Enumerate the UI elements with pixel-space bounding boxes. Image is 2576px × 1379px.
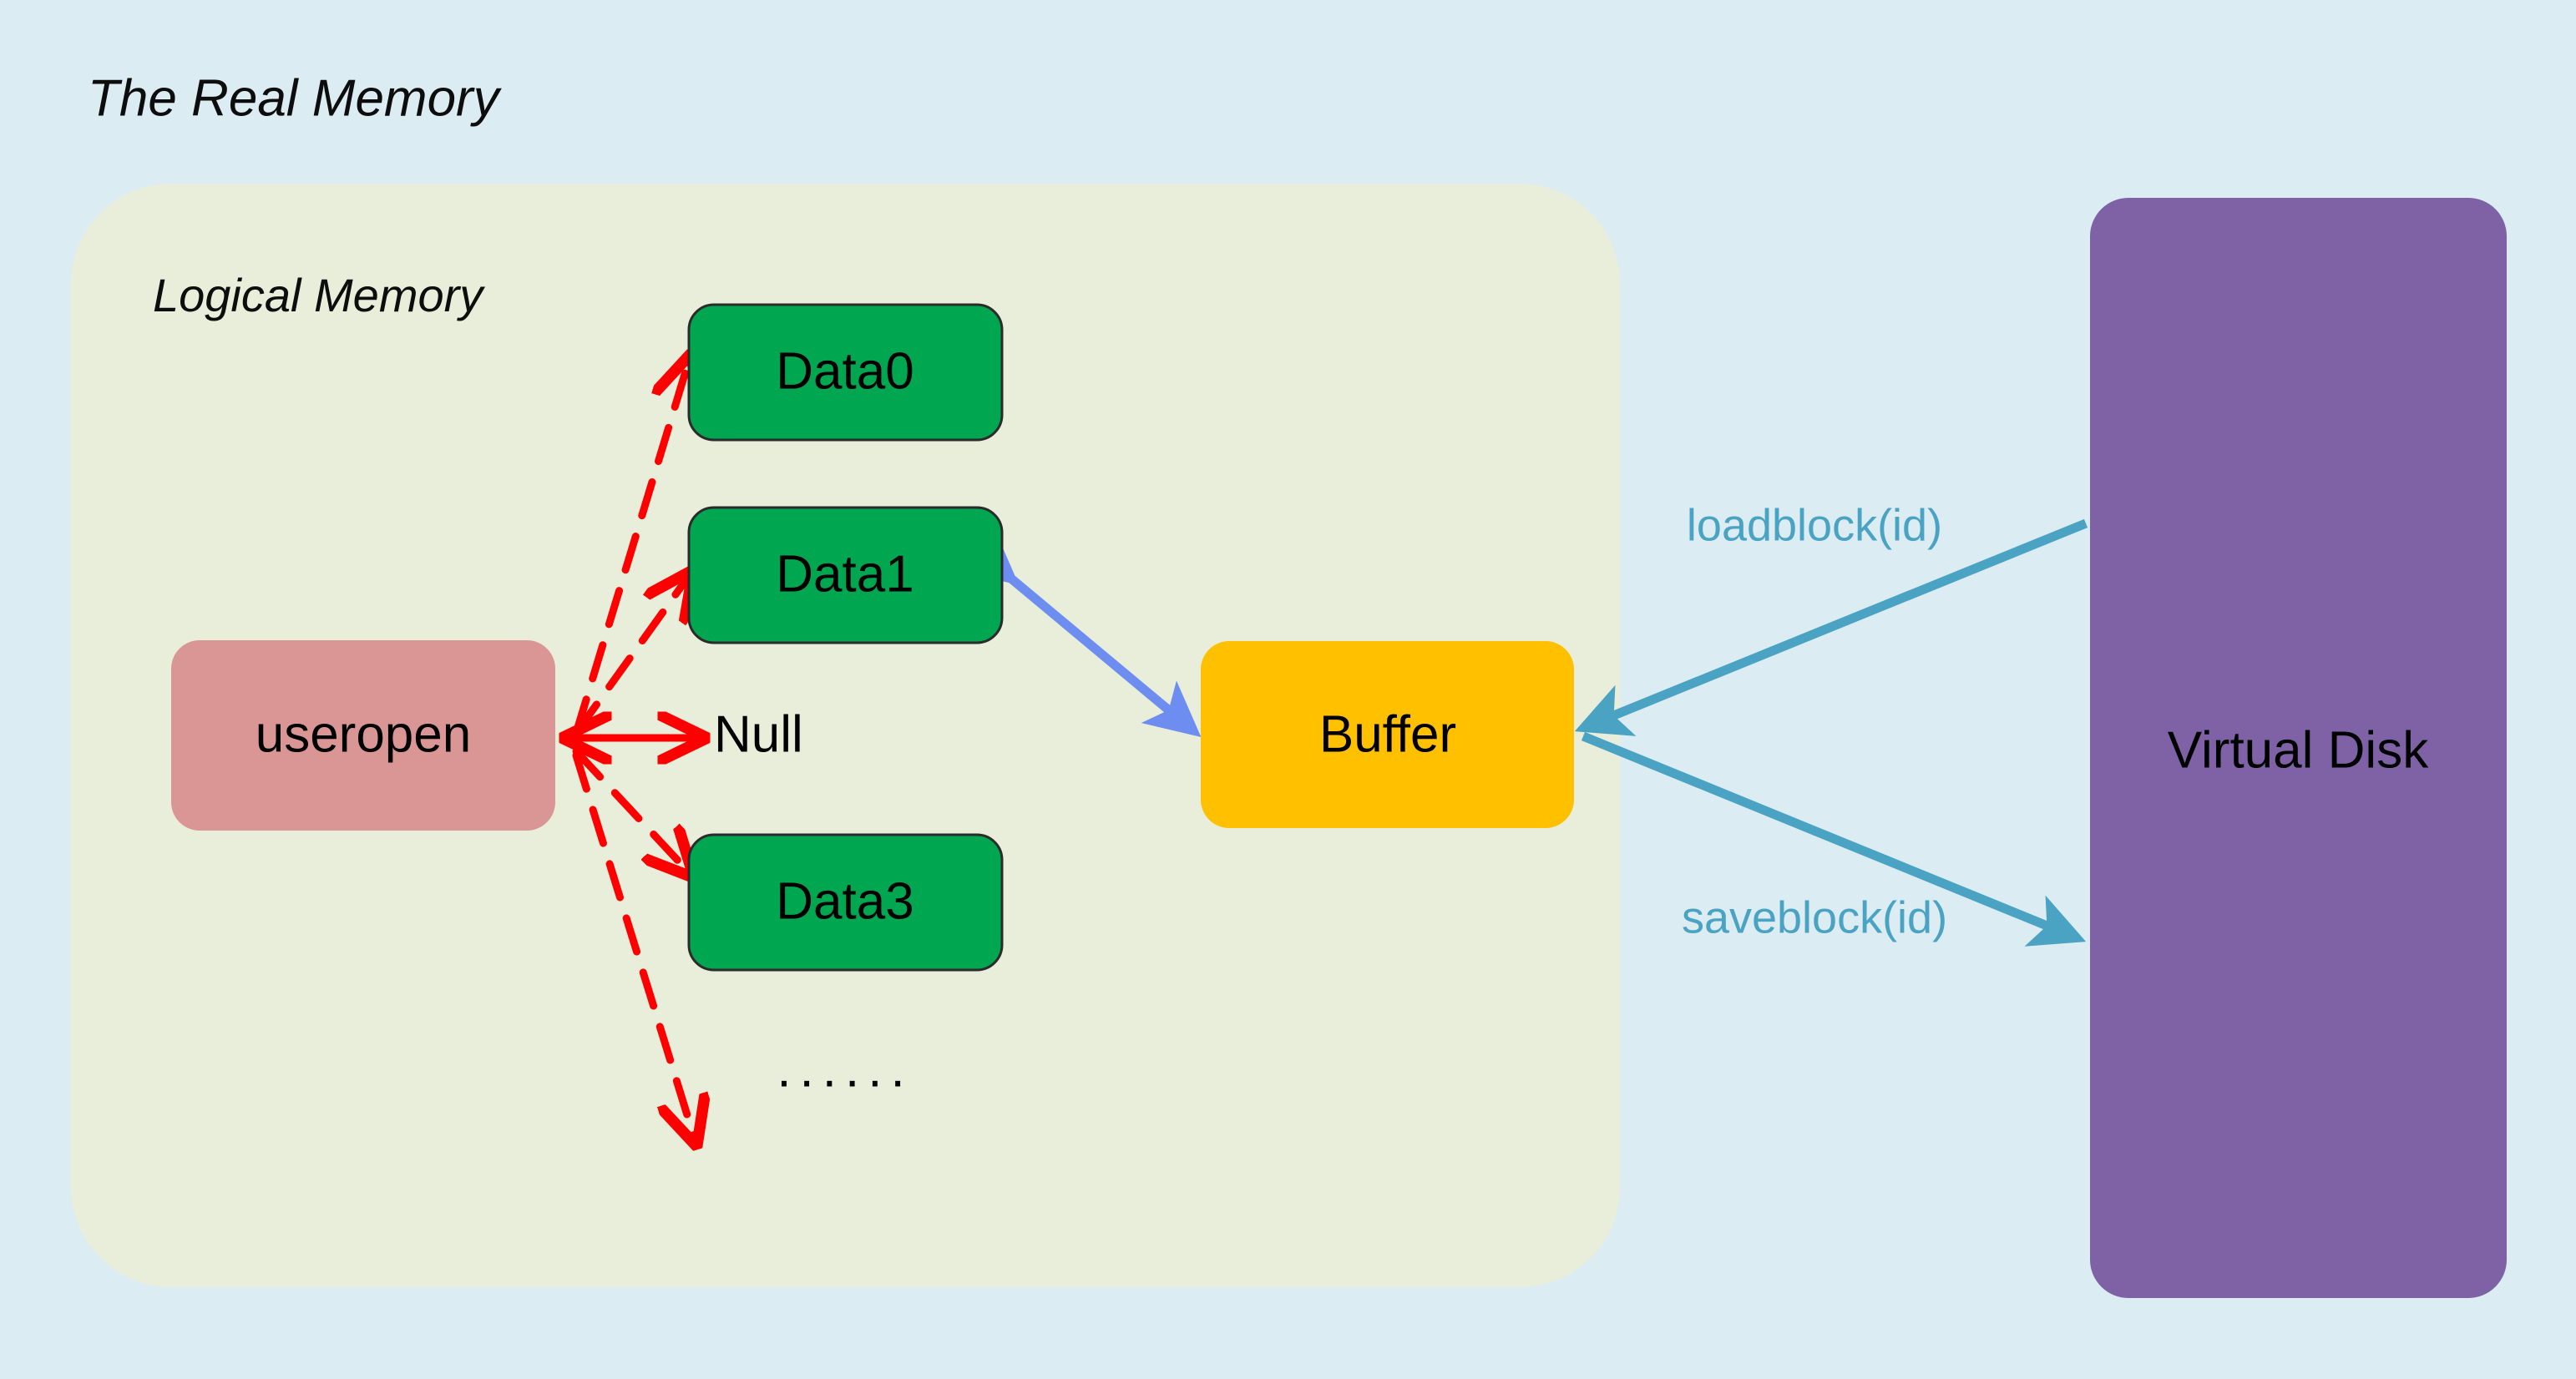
logical-memory-title: Logical Memory bbox=[153, 269, 485, 321]
link-saveblock bbox=[1581, 731, 2087, 947]
saveblock-label: saveblock(id) bbox=[1682, 892, 1947, 942]
null-label: Null bbox=[714, 705, 803, 763]
ellipsis-label: ...... bbox=[777, 1040, 913, 1098]
data1-label: Data1 bbox=[776, 545, 913, 603]
loadblock-label: loadblock(id) bbox=[1687, 500, 1942, 550]
pointer-edge-useropen-to-data3 bbox=[572, 747, 689, 872]
link-loadblock bbox=[1574, 518, 2088, 736]
node-useropen[interactable]: useropen bbox=[171, 640, 555, 831]
logical-memory-region bbox=[71, 184, 1620, 1287]
useropen-box[interactable] bbox=[171, 640, 555, 831]
data0-box[interactable] bbox=[687, 303, 1004, 442]
node-data1[interactable]: Data1 bbox=[687, 506, 1004, 644]
pointer-edge-useropen-to-more bbox=[572, 751, 695, 1139]
useropen-label: useropen bbox=[256, 705, 472, 763]
node-virtual-disk[interactable]: Virtual Disk bbox=[2090, 198, 2507, 1298]
pointer-edge-useropen-to-data0 bbox=[572, 361, 689, 737]
node-data3[interactable]: Data3 bbox=[687, 833, 1004, 972]
virtual-disk-label: Virtual Disk bbox=[2168, 721, 2429, 779]
pointer-edge-useropen-to-data1 bbox=[572, 576, 689, 737]
node-buffer[interactable]: Buffer bbox=[1201, 641, 1574, 828]
real-memory-title: The Real Memory bbox=[88, 69, 503, 127]
buffer-label: Buffer bbox=[1319, 705, 1456, 763]
link-data1-buffer bbox=[959, 528, 1202, 738]
node-data0[interactable]: Data0 bbox=[687, 303, 1004, 442]
data1-box[interactable] bbox=[687, 506, 1004, 644]
data3-box[interactable] bbox=[687, 833, 1004, 972]
data0-label: Data0 bbox=[776, 342, 913, 400]
data3-label: Data3 bbox=[776, 872, 913, 930]
virtual-disk-box[interactable] bbox=[2090, 198, 2507, 1298]
buffer-box[interactable] bbox=[1201, 641, 1574, 828]
